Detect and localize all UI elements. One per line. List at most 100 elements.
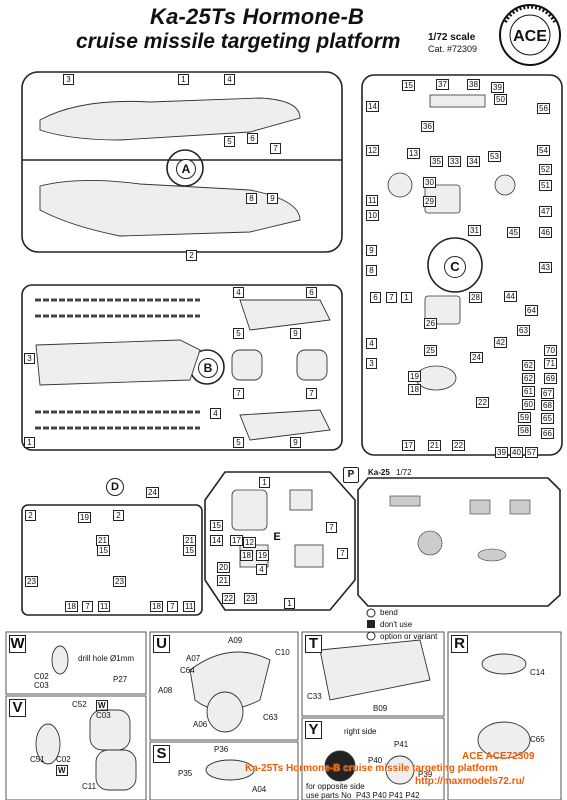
scale-label: 1/72 scale bbox=[428, 32, 476, 43]
part-tag: 9 bbox=[267, 193, 278, 204]
part-label: A04 bbox=[252, 785, 267, 794]
part-tag: 11 bbox=[183, 601, 196, 612]
part-label: P27 bbox=[113, 675, 128, 684]
part-tag: 15 bbox=[402, 80, 415, 91]
photoetch-p-letter: P bbox=[343, 467, 359, 483]
part-tag: 7 bbox=[270, 143, 281, 154]
part-tag: 40 bbox=[510, 447, 523, 458]
part-tag: 4 bbox=[256, 564, 267, 575]
part-tag: 19 bbox=[408, 371, 421, 382]
part-tag: 61 bbox=[522, 386, 535, 397]
opposite-note: for opposite side bbox=[306, 782, 365, 791]
part-tag: 18 bbox=[408, 384, 421, 395]
part-tag: 15 bbox=[210, 520, 223, 531]
part-tag: 66 bbox=[541, 428, 554, 439]
sprue-e-letter: E bbox=[268, 528, 286, 546]
sprue-b-letter: B bbox=[198, 358, 218, 378]
part-tag: 39 bbox=[495, 447, 508, 458]
part-tag: 8 bbox=[366, 265, 377, 276]
part-tag: 45 bbox=[507, 227, 520, 238]
part-tag: 1 bbox=[178, 74, 189, 85]
part-tag: 5 bbox=[233, 328, 244, 339]
part-label: C14 bbox=[530, 668, 545, 677]
page-subtitle: cruise missile targeting platform bbox=[76, 30, 401, 53]
part-tag: 5 bbox=[233, 437, 244, 448]
part-tag: 58 bbox=[518, 425, 531, 436]
part-tag: 59 bbox=[518, 412, 531, 423]
part-tag: 39 bbox=[491, 82, 504, 93]
part-tag: 38 bbox=[467, 79, 480, 90]
part-label: C33 bbox=[307, 692, 322, 701]
part-label: C11 bbox=[82, 782, 97, 791]
part-tag: 21 bbox=[428, 440, 441, 451]
part-tag: 9 bbox=[290, 328, 301, 339]
panel-t-letter: T bbox=[305, 635, 322, 653]
part-tag: 12 bbox=[243, 537, 256, 548]
part-tag: 19 bbox=[256, 550, 269, 561]
part-tag: 47 bbox=[539, 206, 552, 217]
part-tag: 13 bbox=[407, 148, 420, 159]
part-tag: 30 bbox=[423, 177, 436, 188]
part-tag: 34 bbox=[467, 156, 480, 167]
watermark-url[interactable]: http://maxmodels72.ru/ bbox=[415, 776, 525, 787]
part-tag: 2 bbox=[113, 510, 124, 521]
part-label: C52 bbox=[72, 700, 87, 709]
part-tag: 6 bbox=[247, 133, 258, 144]
part-label: C02 bbox=[34, 672, 49, 681]
part-tag: 18 bbox=[65, 601, 78, 612]
part-tag: 4 bbox=[224, 74, 235, 85]
svg-text:ACE: ACE bbox=[513, 28, 547, 45]
part-tag: 60 bbox=[522, 399, 535, 410]
part-tag: 29 bbox=[423, 196, 436, 207]
part-tag: 71 bbox=[544, 358, 557, 369]
part-tag: 2 bbox=[25, 510, 36, 521]
part-tag: 3 bbox=[24, 353, 35, 364]
part-label: A07 bbox=[186, 654, 201, 663]
sprue-d-letter: D bbox=[106, 478, 124, 496]
sprue-b-frame bbox=[21, 284, 343, 451]
part-tag: 62 bbox=[522, 360, 535, 371]
part-tag: 1 bbox=[401, 292, 412, 303]
legend-option: option or variant bbox=[380, 632, 438, 641]
part-label: P35 bbox=[178, 769, 193, 778]
part-tag: 70 bbox=[544, 345, 557, 356]
part-tag: 9 bbox=[290, 437, 301, 448]
part-tag: 2 bbox=[186, 250, 197, 261]
part-label: C10 bbox=[275, 648, 290, 657]
part-tag: 10 bbox=[366, 210, 379, 221]
part-tag: 25 bbox=[424, 345, 437, 356]
part-tag: 37 bbox=[436, 79, 449, 90]
part-tag: 1 bbox=[24, 437, 35, 448]
part-tag: 68 bbox=[541, 400, 554, 411]
part-tag: 24 bbox=[146, 487, 159, 498]
part-tag: 1 bbox=[284, 598, 295, 609]
part-tag: 23 bbox=[113, 576, 126, 587]
part-tag: 6 bbox=[306, 287, 317, 298]
sprue-a-letter: A bbox=[176, 159, 196, 179]
part-tag: 3 bbox=[63, 74, 74, 85]
photoetch-p-frame bbox=[357, 477, 561, 607]
part-tag: 8 bbox=[246, 193, 257, 204]
part-tag: 67 bbox=[541, 388, 554, 399]
panel-y-letter: Y bbox=[305, 721, 322, 739]
part-tag: 4 bbox=[210, 408, 221, 419]
part-label: A08 bbox=[158, 686, 173, 695]
part-label: C03 bbox=[96, 711, 111, 720]
part-tag: 7 bbox=[326, 522, 337, 533]
panel-u-letter: U bbox=[153, 635, 170, 653]
opposite-note-2: use parts No bbox=[306, 791, 352, 800]
panel-r-letter: R bbox=[451, 635, 468, 653]
part-tag: 20 bbox=[217, 562, 230, 573]
part-label: P39 bbox=[418, 770, 433, 779]
watermark-code: ACE ACE72309 bbox=[462, 751, 535, 762]
part-tag: 17 bbox=[230, 535, 243, 546]
part-tag: 7 bbox=[386, 292, 397, 303]
part-tag: 7 bbox=[167, 601, 178, 612]
part-label: C02 bbox=[56, 755, 71, 764]
part-tag: 4 bbox=[366, 338, 377, 349]
part-tag: 5 bbox=[224, 136, 235, 147]
part-tag: 19 bbox=[78, 512, 91, 523]
part-tag: 14 bbox=[366, 101, 379, 112]
part-tag: 51 bbox=[539, 180, 552, 191]
part-tag: 11 bbox=[98, 601, 111, 612]
